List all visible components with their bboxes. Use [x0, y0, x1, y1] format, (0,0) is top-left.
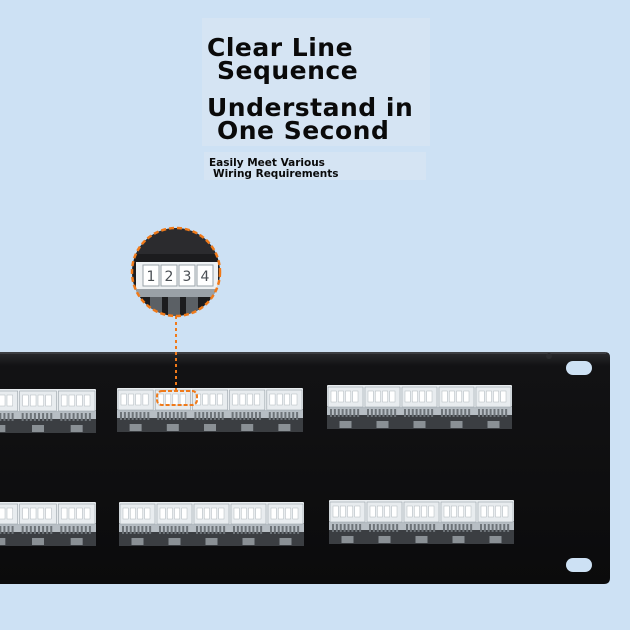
- callout-highlight: [156, 390, 198, 406]
- mounting-hole-top: [566, 361, 592, 375]
- punch-block-group: [329, 500, 514, 544]
- magnified-cell: [196, 264, 214, 287]
- punch-block-group: [119, 502, 304, 546]
- magnified-label: 3: [183, 269, 192, 285]
- subtitle: Easily Meet Various Wiring Requirements: [209, 158, 339, 180]
- punch-block-group: [0, 502, 96, 546]
- punch-down-blocks: [0, 385, 514, 546]
- magnified-label: 2: [165, 269, 174, 285]
- subtitle-background: [204, 152, 426, 180]
- headline-line-1b: Sequence: [217, 56, 359, 85]
- magnified-label: 1: [147, 269, 156, 285]
- magnifier-ring: [130, 226, 222, 318]
- headline-understand: Understand in One Second: [207, 93, 414, 145]
- mounting-hole-bottom: [566, 558, 592, 572]
- panel-screw: [546, 353, 552, 359]
- subtitle-line-1: Easily Meet Various: [209, 157, 325, 169]
- magnified-cell: [160, 264, 178, 287]
- magnified-label: 4: [201, 269, 210, 285]
- subtitle-line-2: Wiring Requirements: [213, 168, 339, 180]
- headline-line-2b: One Second: [217, 116, 390, 145]
- headline-background: [202, 18, 430, 146]
- headline-line-2a: Understand in: [207, 93, 414, 122]
- magnified-cell: [142, 264, 160, 287]
- punch-block-group: [327, 385, 512, 429]
- punch-block-group: [117, 388, 303, 432]
- punch-block-group: [0, 389, 96, 433]
- headline-line-1a: Clear Line: [207, 33, 354, 62]
- headline-clear-line-sequence: Clear Line Sequence: [207, 33, 359, 85]
- magnified-cell: [178, 264, 196, 287]
